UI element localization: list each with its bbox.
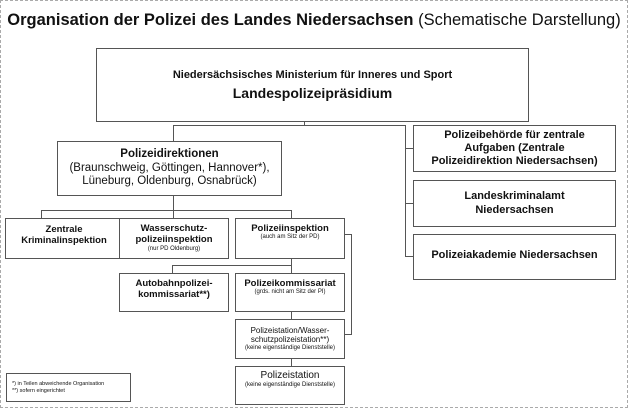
- connector: [172, 265, 173, 273]
- box-zki: Zentrale Kriminalinspektion: [5, 218, 123, 259]
- title-normal: (Schematische Darstellung): [413, 11, 621, 29]
- box-akademie: Polizeiakademie Niedersachsen: [413, 234, 616, 280]
- wspi-title: Wasserschutz-polizeiinspektion: [135, 223, 213, 246]
- title-bold: Organisation der Polizei des Landes Nied…: [7, 11, 414, 29]
- pst-ws-note: (keine eigenständige Dienststelle): [244, 345, 336, 351]
- lpp-name: Landespolizeipräsidium: [232, 84, 393, 101]
- connector: [173, 125, 406, 126]
- connector: [172, 265, 292, 266]
- box-lka: Landeskriminalamt Niedersachsen: [413, 180, 616, 227]
- connector: [173, 125, 174, 141]
- connector: [291, 358, 292, 366]
- connector: [291, 210, 292, 218]
- connector: [291, 312, 292, 319]
- footnote-1: *) in Teilen abweichende Organisation: [12, 380, 105, 387]
- pd-cities-2: Lüneburg, Oldenburg, Osnabrück): [82, 175, 257, 188]
- connector: [405, 203, 413, 204]
- connector: [405, 125, 406, 256]
- box-pst-ws: Polizeistation/Wasser-schutzpolizeistati…: [235, 319, 345, 359]
- chart-title: Organisation der Polizei des Landes Nied…: [1, 11, 627, 30]
- lka-label: Landeskriminalamt Niedersachsen: [464, 190, 565, 216]
- bracket: [351, 234, 352, 335]
- box-ministerium: Niedersächsisches Ministerium für Innere…: [96, 48, 529, 122]
- zpd-label: Polizeibehörde für zentrale Aufgaben (Ze…: [431, 128, 598, 168]
- footnote-2: **) sofern eingerichtet: [12, 387, 65, 394]
- connector: [405, 256, 413, 257]
- bracket: [344, 234, 351, 235]
- pi-title: Polizeiinspektion: [251, 223, 329, 234]
- connector: [291, 259, 292, 273]
- connector: [304, 122, 305, 126]
- pst-title: Polizeistation: [260, 370, 320, 381]
- akademie-label: Polizeiakademie Niedersachsen: [431, 249, 598, 261]
- connector: [41, 210, 291, 211]
- connector: [41, 210, 42, 218]
- box-pst: Polizeistation (keine eigenständige Dien…: [235, 366, 345, 405]
- pi-note: (auch am Sitz der PD): [260, 234, 320, 241]
- pst-ws-title: Polizeistation/Wasser-schutzpolizeistati…: [250, 325, 330, 345]
- bracket: [344, 334, 351, 335]
- pd-cities-1: (Braunschweig, Göttingen, Hannover*),: [69, 161, 270, 174]
- box-pi: Polizeiinspektion (auch am Sitz der PD): [235, 218, 345, 259]
- abpk-label: Autobahnpolizei-kommissariat**): [135, 278, 213, 301]
- pk-note: (grds. nicht am Sitz der PI): [254, 289, 326, 296]
- connector: [405, 148, 413, 149]
- box-pk: Polizeikommissariat (grds. nicht am Sitz…: [235, 273, 345, 312]
- connector: [173, 210, 174, 218]
- wspi-note: (nur PD Oldenburg): [147, 245, 201, 252]
- ministry-name: Niedersächsisches Ministerium für Innere…: [172, 68, 453, 81]
- box-polizeidirektionen: Polizeidirektionen (Braunschweig, Göttin…: [57, 141, 282, 196]
- zki-label: Zentrale Kriminalinspektion: [21, 224, 107, 247]
- pk-title: Polizeikommissariat: [244, 278, 336, 289]
- footnote-box: *) in Teilen abweichende Organisation **…: [6, 373, 131, 402]
- pst-note: (keine eigenständige Dienststelle): [244, 382, 336, 388]
- box-wspi: Wasserschutz-polizeiinspektion (nur PD O…: [119, 218, 229, 259]
- connector: [173, 196, 174, 210]
- box-zpd: Polizeibehörde für zentrale Aufgaben (Ze…: [413, 125, 616, 172]
- pd-title: Polizeidirektionen: [120, 147, 219, 160]
- box-abpk: Autobahnpolizei-kommissariat**): [119, 273, 229, 312]
